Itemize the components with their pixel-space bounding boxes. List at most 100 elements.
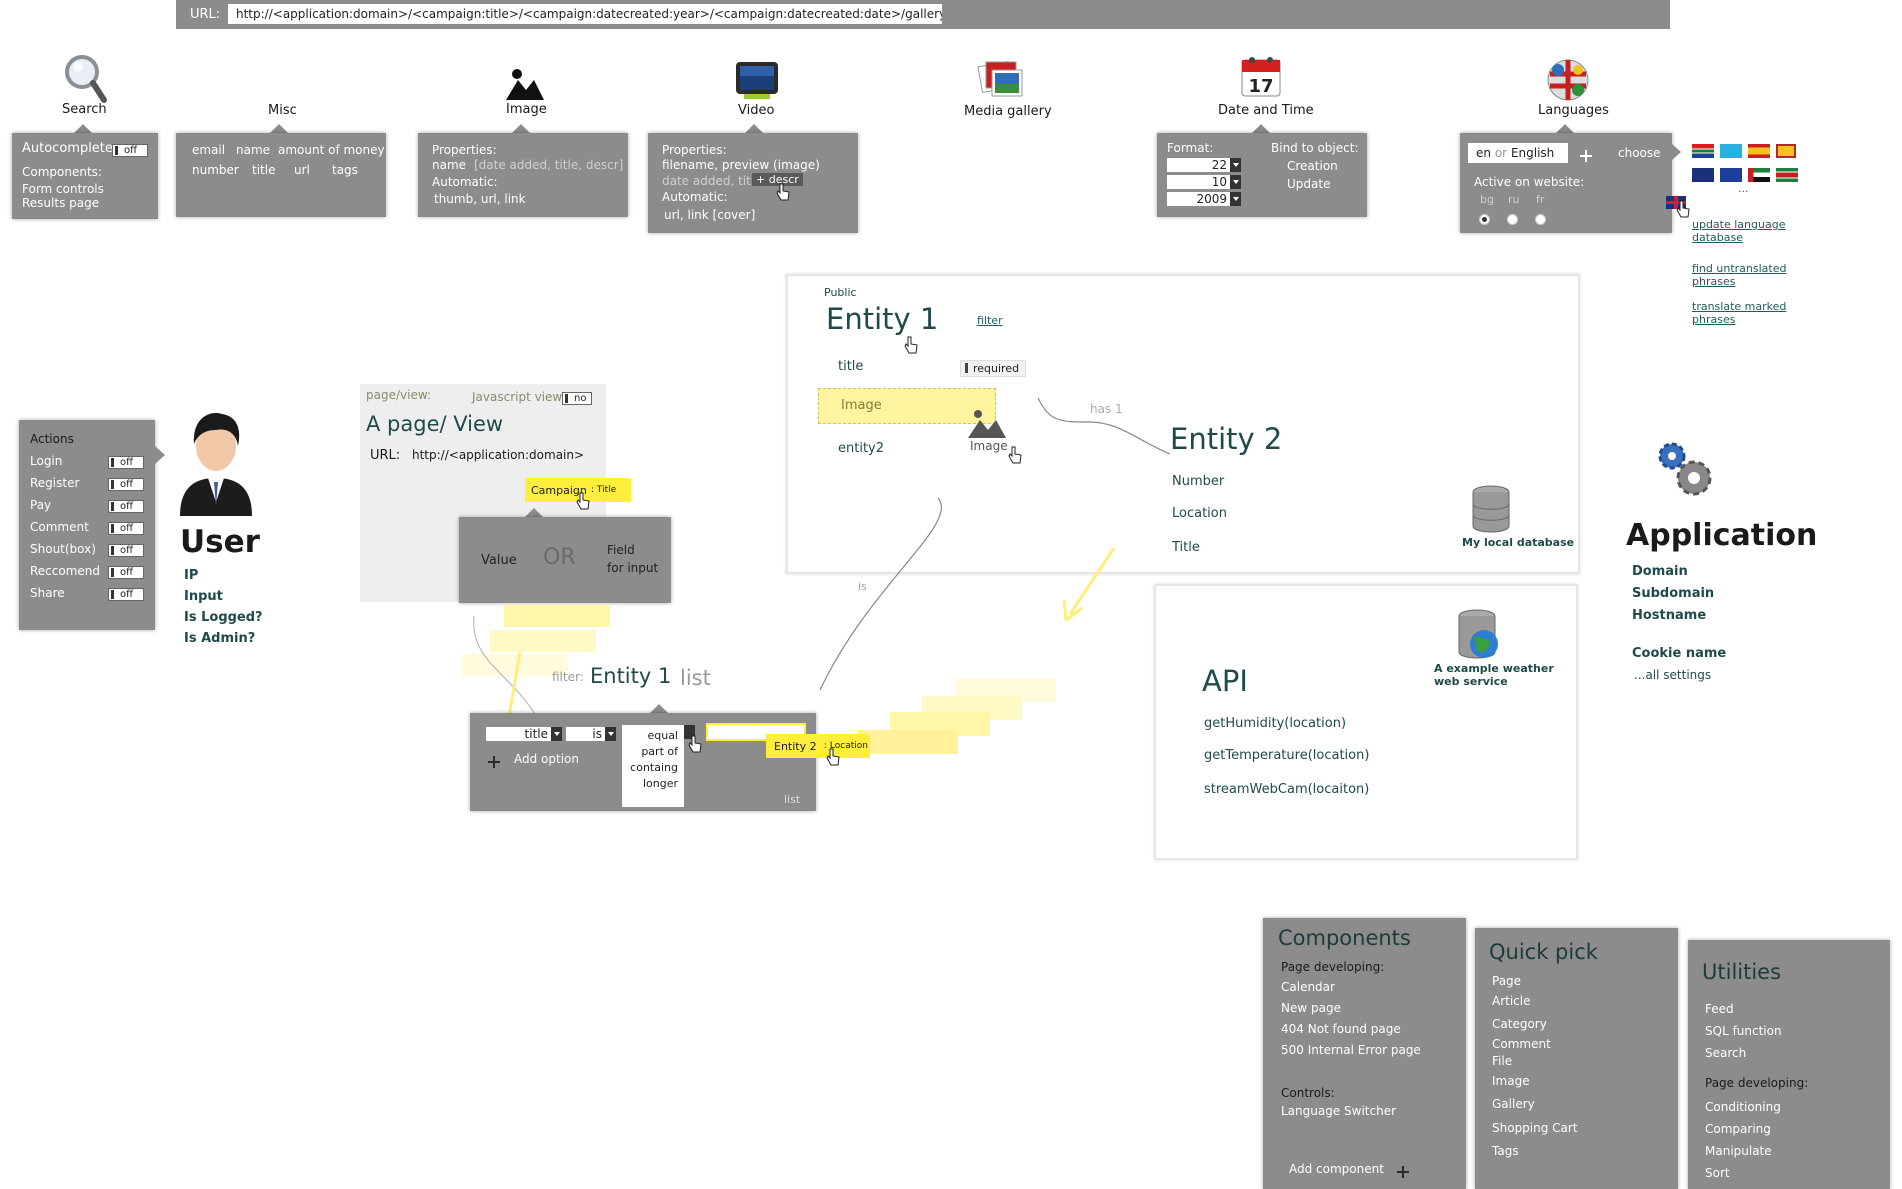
translate-marked-link[interactable]: translate marked phrases [1692, 300, 1787, 326]
entity2-location-chip[interactable]: Entity 2 : Location [766, 734, 870, 758]
mountain-image-icon[interactable] [506, 66, 544, 100]
operator-select[interactable]: is [566, 727, 616, 741]
entity1-field-entity2[interactable]: entity2 [838, 441, 885, 456]
action-label[interactable]: Comment [30, 520, 89, 534]
utility-item[interactable]: SQL function [1705, 1024, 1782, 1038]
quick-pick-item[interactable]: Shopping Cart [1492, 1121, 1578, 1135]
action-label[interactable]: Login [30, 454, 63, 468]
action-label[interactable]: Register [30, 476, 80, 490]
flag-new-zealand[interactable] [1692, 168, 1714, 182]
flag-sri-lanka[interactable] [1776, 144, 1796, 158]
misc-tags[interactable]: tags [332, 163, 358, 177]
dropdown-scroll[interactable] [684, 725, 695, 739]
action-label[interactable]: Pay [30, 498, 52, 512]
component-item[interactable]: New page [1281, 1001, 1341, 1015]
quick-pick-item[interactable]: Page [1492, 974, 1522, 988]
quick-pick-item[interactable]: Tags [1492, 1144, 1519, 1158]
url-input[interactable]: http://<application:domain>/<campaign:ti… [228, 4, 942, 24]
utility-dev-item[interactable]: Conditioning [1705, 1100, 1781, 1114]
required-badge[interactable]: required [960, 360, 1026, 377]
entity2-field[interactable]: Title [1172, 540, 1200, 555]
update-language-link[interactable]: update language database [1692, 218, 1786, 244]
action-toggle[interactable]: off [108, 566, 144, 579]
condition-option[interactable]: equal [647, 729, 678, 742]
radio-ru[interactable] [1507, 214, 1518, 225]
action-label[interactable]: Shout(box) [30, 542, 96, 556]
photo-stack-icon[interactable] [976, 56, 1026, 102]
video-properties-values[interactable]: filename, preview (image) [662, 158, 820, 172]
application-field[interactable]: Subdomain [1632, 586, 1715, 601]
misc-email[interactable]: email [192, 143, 226, 157]
radio-fr[interactable] [1535, 214, 1546, 225]
flag-suriname[interactable] [1776, 168, 1798, 182]
magnifier-icon[interactable] [62, 52, 110, 106]
action-toggle[interactable]: off [108, 500, 144, 513]
action-toggle[interactable]: off [108, 522, 144, 535]
misc-name[interactable]: name [236, 143, 271, 157]
api-method[interactable]: streamWebCam(locaiton) [1204, 782, 1370, 797]
day-select[interactable]: 22 [1167, 158, 1241, 172]
application-field[interactable]: Domain [1632, 564, 1688, 579]
utility-item[interactable]: Search [1705, 1046, 1747, 1060]
quick-pick-item[interactable]: Article [1492, 994, 1531, 1008]
choose-link[interactable]: choose [1618, 146, 1661, 160]
entity2-field[interactable]: Number [1172, 474, 1225, 489]
field-select[interactable]: title [486, 727, 562, 741]
api-method[interactable]: getTemperature(location) [1204, 748, 1370, 763]
component-item[interactable]: 404 Not found page [1281, 1022, 1401, 1036]
misc-title[interactable]: title [252, 163, 276, 177]
quick-pick-item[interactable]: Image [1492, 1074, 1530, 1088]
entity2-field[interactable]: Location [1172, 506, 1227, 521]
utility-dev-item[interactable]: Comparing [1705, 1122, 1771, 1136]
calendar-icon[interactable]: 17 [1240, 54, 1282, 98]
image-name-options[interactable]: [date added, title, descr] [474, 158, 624, 172]
flags-more[interactable]: ... [1738, 182, 1749, 195]
video-date-line[interactable]: date added, titl [662, 174, 755, 188]
misc-number[interactable]: number [192, 163, 239, 177]
month-select[interactable]: 10 [1167, 175, 1241, 189]
year-select[interactable]: 2009 [1167, 192, 1241, 206]
action-toggle[interactable]: off [108, 588, 144, 601]
results-page-item[interactable]: Results page [22, 196, 100, 210]
condition-option[interactable]: longer [642, 777, 678, 790]
condition-option[interactable]: containg [630, 761, 678, 774]
mountain-image-icon[interactable] [968, 408, 1006, 438]
quick-pick-item[interactable]: Category [1492, 1017, 1547, 1031]
user-avatar-icon[interactable] [174, 406, 258, 516]
flag-kazakhstan[interactable] [1720, 144, 1742, 158]
utility-dev-item[interactable]: Sort [1705, 1166, 1730, 1180]
action-label[interactable]: Reccomend [30, 564, 101, 578]
entity1-filter-link[interactable]: filter [977, 314, 1003, 327]
language-input[interactable]: en or English [1468, 143, 1568, 163]
form-controls-item[interactable]: Form controls [22, 182, 104, 196]
globe-flags-icon[interactable] [1546, 58, 1590, 102]
add-language-icon[interactable] [1580, 150, 1592, 162]
globe-database-icon[interactable] [1456, 608, 1502, 664]
database-icon[interactable] [1470, 484, 1512, 534]
condition-option[interactable]: part of [641, 745, 678, 758]
add-option-label[interactable]: Add option [514, 752, 579, 766]
field-option-1[interactable]: Field [607, 543, 635, 557]
flag-south-africa[interactable] [1692, 144, 1714, 158]
gears-icon[interactable] [1652, 436, 1718, 502]
utility-dev-item[interactable]: Manipulate [1705, 1144, 1772, 1158]
bind-creation[interactable]: Creation [1287, 159, 1338, 173]
misc-url[interactable]: url [294, 163, 310, 177]
radio-bg[interactable] [1479, 214, 1490, 225]
action-toggle[interactable]: off [108, 544, 144, 557]
all-settings-link[interactable]: ...all settings [1634, 668, 1712, 682]
api-method[interactable]: getHumidity(location) [1204, 716, 1347, 731]
add-option-icon[interactable] [488, 756, 500, 768]
quick-pick-item[interactable]: File [1492, 1054, 1513, 1068]
value-option[interactable]: Value [481, 553, 517, 568]
autocomplete-toggle[interactable]: off [112, 144, 148, 157]
entity1-field-image[interactable]: Image [818, 388, 996, 424]
action-toggle[interactable]: off [108, 456, 144, 469]
component-item[interactable]: 500 Internal Error page [1281, 1043, 1421, 1057]
flag-spain[interactable] [1748, 144, 1770, 158]
cookie-name-label[interactable]: Cookie name [1632, 646, 1727, 661]
video-monitor-icon[interactable] [734, 60, 780, 100]
campaign-title-chip[interactable]: Campaign : Title [525, 478, 631, 502]
misc-money[interactable]: amount of money [278, 143, 385, 157]
add-component-icon[interactable] [1397, 1166, 1409, 1178]
